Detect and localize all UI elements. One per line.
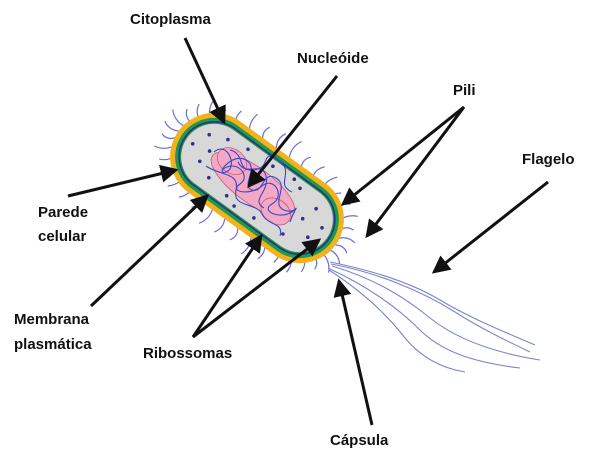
pilus bbox=[263, 127, 270, 139]
pilus bbox=[199, 209, 213, 224]
label-parede-celular-line2: celular bbox=[38, 226, 86, 247]
pilus bbox=[339, 238, 355, 243]
pilus bbox=[230, 228, 238, 240]
arrow-flagelo bbox=[434, 182, 548, 272]
flagellum bbox=[328, 262, 540, 372]
label-ribossomas: Ribossomas bbox=[143, 343, 232, 364]
ribosome-dot bbox=[293, 177, 297, 181]
ribosome-dot bbox=[207, 176, 211, 180]
ribosome-dot bbox=[314, 207, 318, 211]
arrow-ribossomas-2 bbox=[193, 240, 319, 337]
ribosome-dot bbox=[281, 232, 285, 236]
pilus bbox=[173, 109, 184, 126]
label-capsula: Cápsula bbox=[330, 430, 388, 451]
ribosome-dot bbox=[252, 216, 256, 220]
pilus bbox=[165, 121, 179, 131]
pilus bbox=[323, 254, 329, 273]
label-pili: Pili bbox=[453, 80, 476, 101]
arrow-membrana bbox=[91, 196, 207, 306]
ribosome-dot bbox=[246, 148, 250, 152]
pilus bbox=[162, 134, 175, 139]
ribosome-dot bbox=[320, 226, 324, 230]
ribosome-dot bbox=[225, 194, 229, 198]
label-citoplasma: Citoplasma bbox=[130, 9, 211, 30]
ribosome-dot bbox=[271, 164, 275, 168]
ribosome-dot bbox=[298, 187, 302, 191]
arrow-parede bbox=[68, 170, 176, 196]
ribosome-dot bbox=[191, 142, 195, 146]
arrow-ribossomas-1 bbox=[193, 236, 261, 337]
pilus bbox=[214, 219, 225, 232]
label-membrana-plasmatica-line1: Membrana bbox=[14, 309, 89, 330]
ribosome-dot bbox=[301, 217, 305, 221]
ribosome-dot bbox=[208, 149, 212, 153]
ribosome-dot bbox=[232, 204, 236, 208]
pilus bbox=[289, 142, 301, 158]
ribosome-dot bbox=[207, 133, 211, 137]
ribosome-dot bbox=[306, 235, 310, 239]
label-membrana-plasmatica-line2: plasmática bbox=[14, 334, 92, 355]
ribosome-dot bbox=[226, 138, 230, 142]
ribosome-dot bbox=[198, 160, 202, 164]
pilus bbox=[336, 245, 347, 253]
label-flagelo: Flagelo bbox=[522, 149, 575, 170]
label-nucleoide: Nucleóide bbox=[297, 48, 369, 69]
pilus bbox=[301, 157, 311, 167]
arrow-citoplasma bbox=[185, 38, 224, 122]
arrow-capsula bbox=[339, 281, 372, 425]
label-parede-celular-line1: Parede bbox=[38, 202, 88, 223]
